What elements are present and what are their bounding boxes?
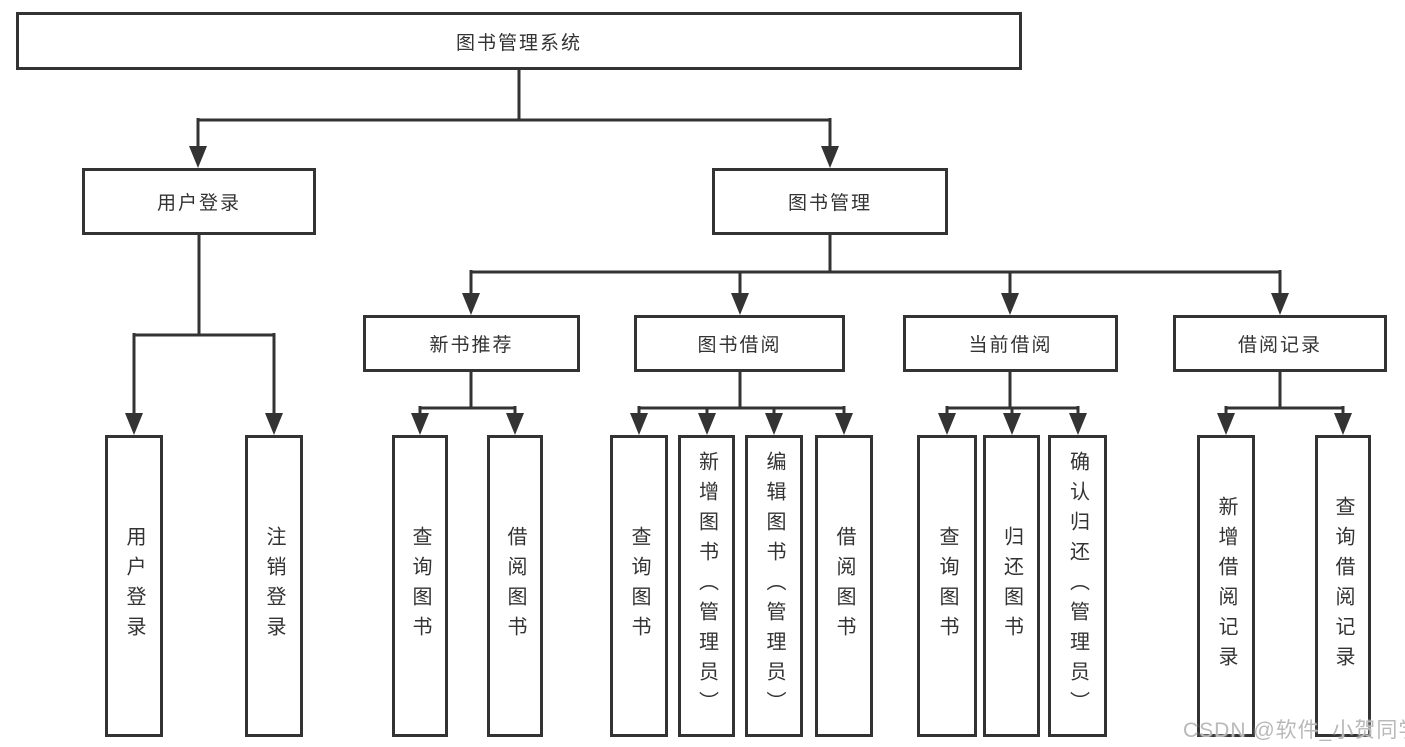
leaf-add-books-admin: 新增图书（管理员） [678,435,735,737]
node-label: 新书推荐 [429,335,514,356]
node-label: 当前借阅 [968,335,1053,356]
node-label: 用户登录 [123,526,145,646]
node-label: 图书借阅 [697,335,782,356]
csdn-watermark: CSDN @软件_小贺同学 [1183,719,1405,742]
node-new-book-recommend: 新书推荐 [363,315,580,372]
leaf-user-login: 用户登录 [105,435,163,737]
leaf-borrow-books: 借阅图书 [815,435,873,737]
node-book-management: 图书管理 [712,168,948,235]
leaf-add-borrow-record: 新增借阅记录 [1197,435,1255,737]
node-label: 图书管理 [787,193,872,214]
node-label: 查询图书 [628,526,650,646]
leaf-logout: 注销登录 [245,435,303,737]
leaf-confirm-return-admin: 确认归还（管理员） [1048,435,1107,737]
leaf-query-books-recommend: 查询图书 [392,435,448,737]
leaf-return-books: 归还图书 [983,435,1040,737]
node-user-login: 用户登录 [82,168,316,235]
leaf-query-borrow-record: 查询借阅记录 [1315,435,1371,737]
leaf-query-books-borrow: 查询图书 [610,435,668,737]
node-label: 用户登录 [156,193,241,214]
node-book-borrow: 图书借阅 [634,315,845,372]
leaf-edit-books-admin: 编辑图书（管理员） [745,435,803,737]
node-label: 图书管理系统 [455,32,582,54]
node-label: 注销登录 [263,526,285,646]
arrowheads [125,146,1352,435]
node-label: 归还图书 [1000,526,1023,646]
node-label: 借阅记录 [1237,335,1322,356]
node-library-system: 图书管理系统 [16,12,1022,70]
node-label: 编辑图书（管理员） [763,451,785,721]
node-current-borrow: 当前借阅 [903,315,1118,372]
leaf-borrow-books-recommend: 借阅图书 [487,435,543,737]
node-label: 借阅图书 [504,526,526,646]
node-label: 查询借阅记录 [1332,496,1354,676]
node-label: 新增借阅记录 [1215,496,1237,676]
node-label: 查询图书 [936,526,958,646]
node-borrow-records: 借阅记录 [1173,315,1387,372]
node-label: 查询图书 [409,526,431,646]
node-label: 新增图书（管理员） [695,451,718,721]
node-label: 借阅图书 [833,526,855,646]
node-label: 确认归还（管理员） [1066,451,1089,721]
leaf-query-books-current: 查询图书 [917,435,977,737]
